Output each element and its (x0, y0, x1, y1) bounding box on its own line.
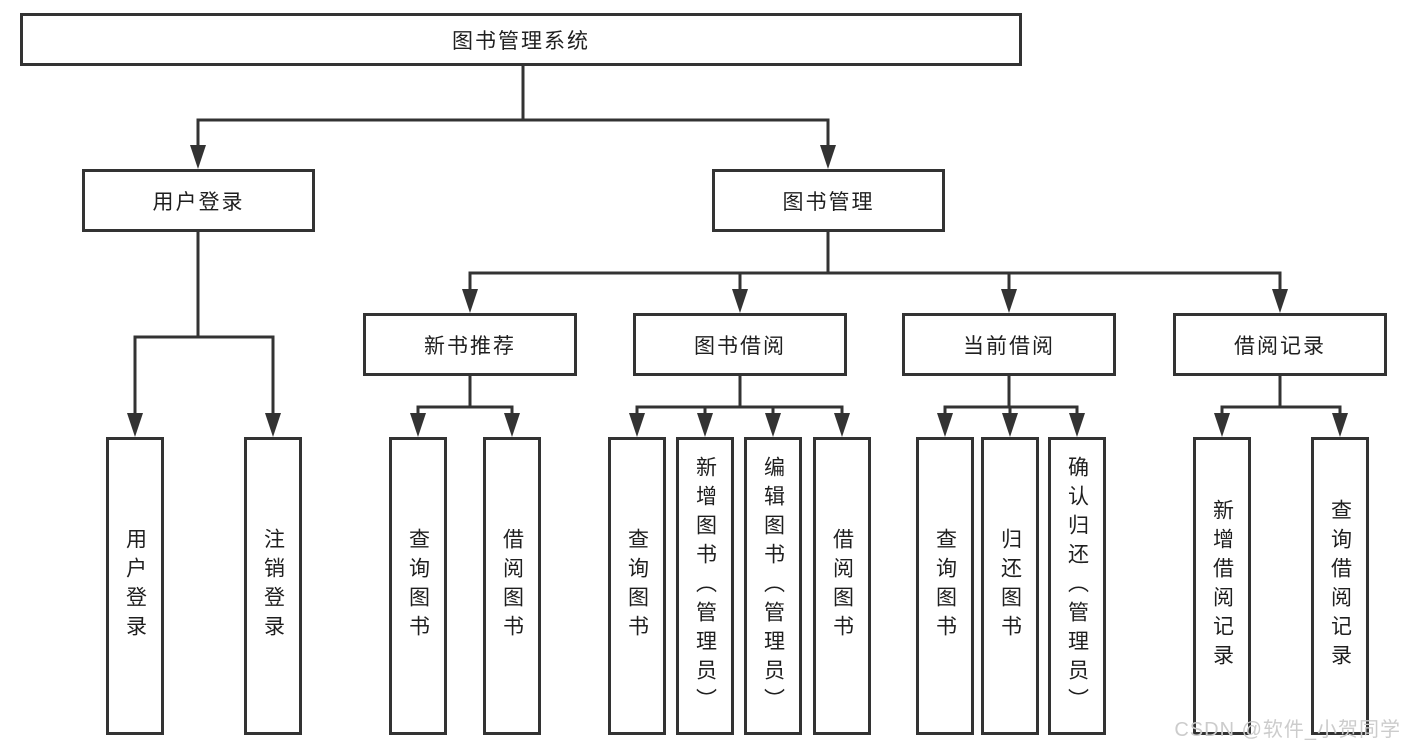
leaf-return-books: 归还图书 (981, 437, 1039, 735)
leaf-edit-books-admin: 编辑图书（管理员） (744, 437, 802, 735)
connector-user-login-subtree (127, 230, 281, 437)
leaf-query-books-borrow: 查询图书 (608, 437, 666, 735)
connector-new-book-recommend-subtree (410, 374, 520, 437)
node-label: 新书推荐 (424, 334, 516, 358)
leaf-label: 新增借阅记录 (1210, 499, 1234, 673)
leaf-query-books-recommend: 查询图书 (389, 437, 447, 735)
leaf-label: 查询借阅记录 (1328, 499, 1352, 673)
connector-current-borrow-subtree (937, 374, 1085, 437)
leaf-label: 借阅图书 (500, 528, 524, 644)
csdn-watermark: CSDN @软件_小贺同学 (1174, 719, 1401, 741)
leaf-confirm-return-admin: 确认归还（管理员） (1048, 437, 1106, 735)
node-label: 借阅记录 (1234, 334, 1326, 358)
leaf-logout-login: 注销登录 (244, 437, 302, 735)
node-label: 图书管理 (782, 190, 875, 214)
leaf-label: 借阅图书 (830, 528, 854, 644)
leaf-label: 查询图书 (933, 528, 957, 644)
leaf-label: 查询图书 (625, 528, 649, 644)
node-label: 当前借阅 (963, 334, 1055, 358)
node-book-borrow: 图书借阅 (633, 313, 847, 376)
node-new-book-recommend: 新书推荐 (363, 313, 577, 376)
leaf-borrow-books: 借阅图书 (813, 437, 871, 735)
node-user-login: 用户登录 (82, 169, 315, 232)
leaf-query-borrow-record: 查询借阅记录 (1311, 437, 1369, 735)
node-label: 图书借阅 (694, 334, 786, 358)
connector-book-borrow-subtree (629, 374, 850, 437)
connector-borrow-record-subtree (1214, 374, 1348, 437)
leaf-user-login: 用户登录 (106, 437, 164, 735)
node-borrow-record: 借阅记录 (1173, 313, 1387, 376)
leaf-label: 查询图书 (406, 528, 430, 644)
connector-root-to-level2 (190, 64, 836, 169)
leaf-borrow-books-recommend: 借阅图书 (483, 437, 541, 735)
leaf-query-books-current: 查询图书 (916, 437, 974, 735)
leaf-add-books-admin: 新增图书（管理员） (676, 437, 734, 735)
node-root: 图书管理系统 (20, 13, 1022, 66)
leaf-label: 注销登录 (261, 528, 285, 644)
node-current-borrow: 当前借阅 (902, 313, 1116, 376)
node-book-management: 图书管理 (712, 169, 945, 232)
node-label: 用户登录 (152, 190, 245, 214)
leaf-add-borrow-record: 新增借阅记录 (1193, 437, 1251, 735)
leaf-label: 用户登录 (123, 528, 147, 644)
leaf-label: 编辑图书（管理员） (761, 455, 785, 717)
node-label: 图书管理系统 (452, 29, 590, 53)
connector-book-management-to-level3 (462, 230, 1288, 313)
leaf-label: 新增图书（管理员） (693, 455, 717, 717)
leaf-label: 确认归还（管理员） (1065, 455, 1089, 717)
leaf-label: 归还图书 (998, 528, 1022, 644)
